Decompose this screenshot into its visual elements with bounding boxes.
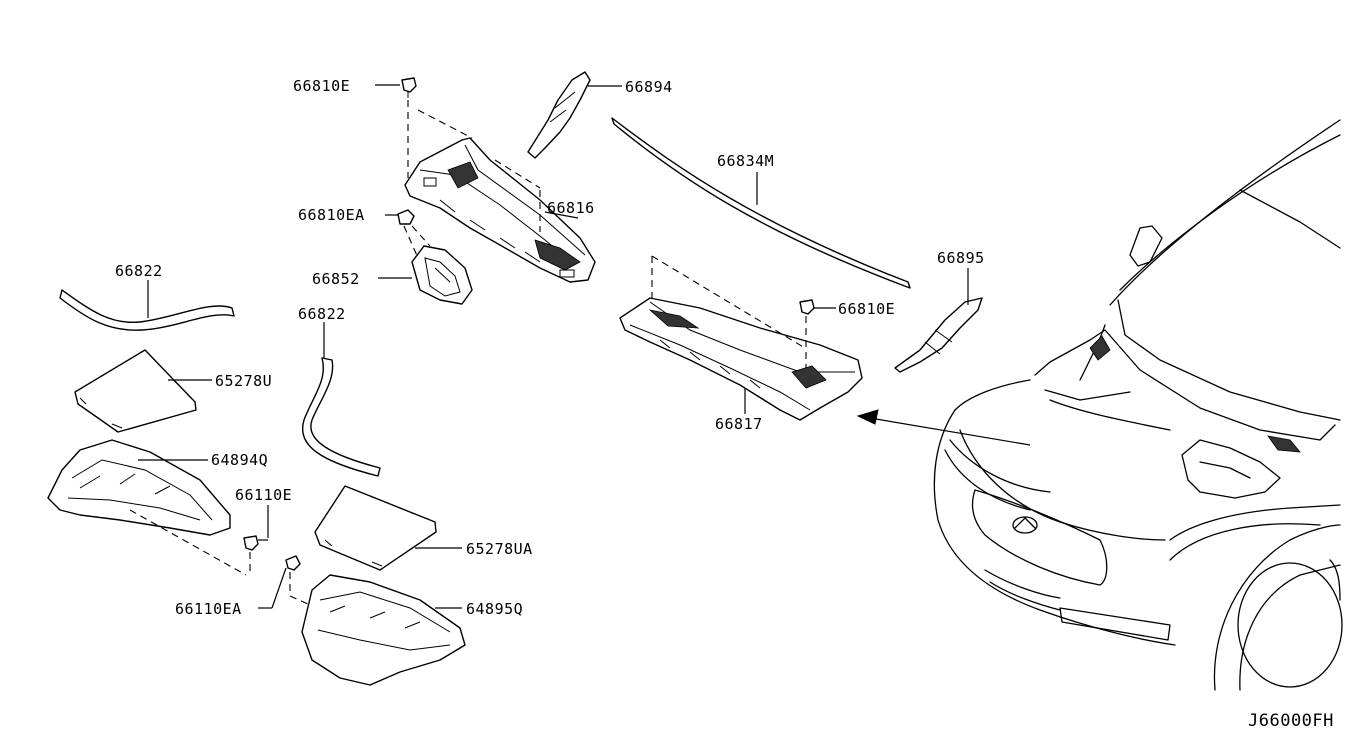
- label-66895: 66895: [937, 249, 985, 267]
- cowl-top-right-part: [619, 297, 863, 421]
- direction-arrow: [856, 409, 1031, 446]
- cover-65278u: [74, 349, 197, 433]
- label-66817: 66817: [715, 415, 763, 433]
- clip-66810e-top: [401, 77, 417, 98]
- leader-lines: [138, 84, 969, 609]
- cowl-top-left-part: [404, 137, 596, 283]
- label-65278ua: 65278UA: [466, 540, 533, 558]
- diagram-code: J66000FH: [1248, 711, 1334, 731]
- seal-66894: [527, 71, 591, 159]
- label-64894q: 64894Q: [211, 451, 268, 469]
- strip-66822-middle: [301, 357, 381, 477]
- label-66822-middle: 66822: [298, 305, 346, 323]
- clip-66810ea: [397, 209, 415, 225]
- seal-66895: [894, 297, 983, 373]
- label-66110ea: 66110EA: [175, 600, 242, 618]
- label-64895q: 64895Q: [466, 600, 523, 618]
- clip-66110ea: [285, 555, 301, 571]
- label-66810e-top: 66810E: [293, 77, 350, 95]
- label-66816: 66816: [547, 199, 595, 217]
- label-65278u: 65278U: [215, 372, 272, 390]
- strip-66822-left: [59, 289, 235, 331]
- clip-66110e: [243, 535, 259, 551]
- part-labels: 66810E 66894 66834M 66810EA 66816 66852 …: [115, 77, 985, 618]
- label-66110e: 66110E: [235, 486, 292, 504]
- label-66822-left: 66822: [115, 262, 163, 280]
- label-66834m: 66834M: [717, 152, 774, 170]
- dashed-guides: [129, 100, 807, 605]
- duct-64894q: [47, 439, 231, 536]
- car-front-illustration: [933, 119, 1343, 691]
- cover-66852: [411, 245, 473, 305]
- label-66810e-right: 66810E: [838, 300, 895, 318]
- label-66894: 66894: [625, 78, 673, 96]
- seal-66834m: [611, 117, 911, 289]
- label-66852: 66852: [312, 270, 360, 288]
- cover-65278ua: [314, 485, 437, 571]
- clip-66810e-right: [799, 299, 815, 315]
- label-66810ea: 66810EA: [298, 206, 365, 224]
- duct-64895q: [301, 574, 466, 686]
